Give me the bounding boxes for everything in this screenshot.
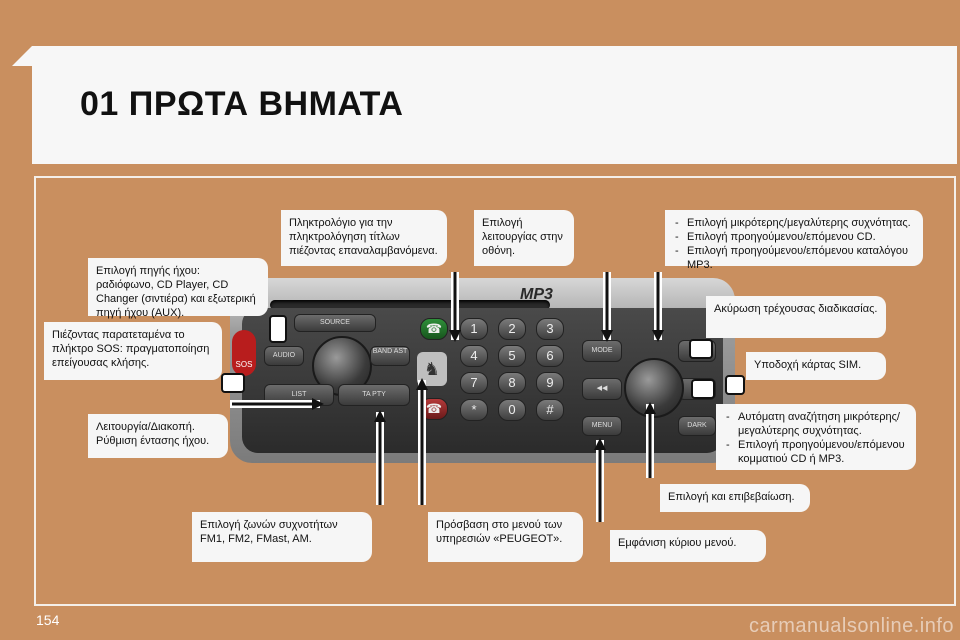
seek-back-button[interactable]: ◀◀ [582, 378, 622, 400]
key-2[interactable]: 2 [498, 318, 526, 340]
key-7[interactable]: 7 [460, 372, 488, 394]
callout-mode: Επιλογή λειτουργίας στην οθόνη. [474, 210, 574, 266]
arrow-sim [725, 375, 745, 395]
key-1[interactable]: 1 [460, 318, 488, 340]
key-6[interactable]: 6 [536, 345, 564, 367]
callout-volume: Λειτουργία/Διακοπή. Ρύθμιση έντασης ήχου… [88, 414, 228, 458]
page-title: 01 ΠΡΩΤΑ ΒΗΜΑΤΑ [80, 85, 404, 123]
callout-updown: Επιλογή μικρότερης/μεγαλύτερης συχνότητα… [665, 210, 923, 271]
key-9[interactable]: 9 [536, 372, 564, 394]
key-star[interactable]: * [460, 399, 488, 421]
source-button[interactable]: SOURCE [294, 314, 376, 332]
key-hash[interactable]: # [536, 399, 564, 421]
callout-ok: Επιλογή και επιβεβαίωση. [660, 484, 810, 512]
band-button[interactable]: BAND AST [370, 346, 410, 366]
key-3[interactable]: 3 [536, 318, 564, 340]
callout-esc: Ακύρωση τρέχουσας διαδικασίας. [706, 296, 886, 338]
callout-leftright-item: Αυτόματη αναζήτηση μικρότερης/ μεγαλύτερ… [724, 410, 908, 438]
arrow-leftright [691, 379, 715, 399]
callout-leftright: Αυτόματη αναζήτηση μικρότερης/ μεγαλύτερ… [716, 404, 916, 470]
sos-button[interactable]: SOS [232, 330, 256, 376]
callout-updown-item: Επιλογή μικρότερης/μεγαλύτερης συχνότητα… [673, 216, 915, 230]
mp3-logo: MP3 [520, 286, 553, 303]
content-frame [34, 176, 956, 606]
arrow-sos [221, 373, 245, 393]
menu-button[interactable]: MENU [582, 416, 622, 436]
callout-source: Επιλογή πηγής ήχου: ραδιόφωνο, CD Player… [88, 258, 268, 319]
callout-band: Επιλογή ζωνών συχνοτήτων FM1, FM2, FMast… [192, 512, 372, 562]
arrow-source [269, 315, 287, 343]
key-5[interactable]: 5 [498, 345, 526, 367]
key-4[interactable]: 4 [460, 345, 488, 367]
watermark: carmanualsonline.info [748, 615, 954, 637]
key-0[interactable]: 0 [498, 399, 526, 421]
audio-button[interactable]: AUDIO [264, 346, 304, 366]
callout-peugeot: Πρόσβαση στο μενού των υπηρεσιών «PEUGEO… [428, 512, 583, 562]
dark-button[interactable]: DARK [678, 416, 716, 436]
radio-face: SOURCE AUDIO BAND AST LIST TA PTY ☎ ♞ ☎ … [242, 308, 723, 453]
arrow-esc [689, 339, 713, 359]
callout-keypad: Πληκτρολόγιο για την πληκτρολόγηση τίτλω… [281, 210, 447, 266]
callout-updown-item: Επιλογή προηγούμενου/επόμενου CD. [673, 230, 915, 244]
callout-sos: Πιέζοντας παρατεταμένα το πλήκτρο SOS: π… [44, 322, 222, 380]
cd-slot [270, 300, 550, 310]
callout-leftright-item: Επιλογή προηγούμενου/επόμενου κομματιού … [724, 438, 908, 466]
key-8[interactable]: 8 [498, 372, 526, 394]
call-end-icon[interactable]: ☎ [420, 398, 448, 420]
title-band [12, 46, 957, 164]
callout-sim: Υποδοχή κάρτας SIM. [746, 352, 886, 380]
callout-menu: Εμφάνιση κύριου μενού. [610, 530, 766, 562]
ta-pty-button[interactable]: TA PTY [338, 384, 410, 406]
call-accept-icon[interactable]: ☎ [420, 318, 448, 340]
callout-updown-item: Επιλογή προηγούμενου/επόμενου καταλόγου … [673, 244, 915, 272]
page-number: 154 [36, 612, 60, 628]
